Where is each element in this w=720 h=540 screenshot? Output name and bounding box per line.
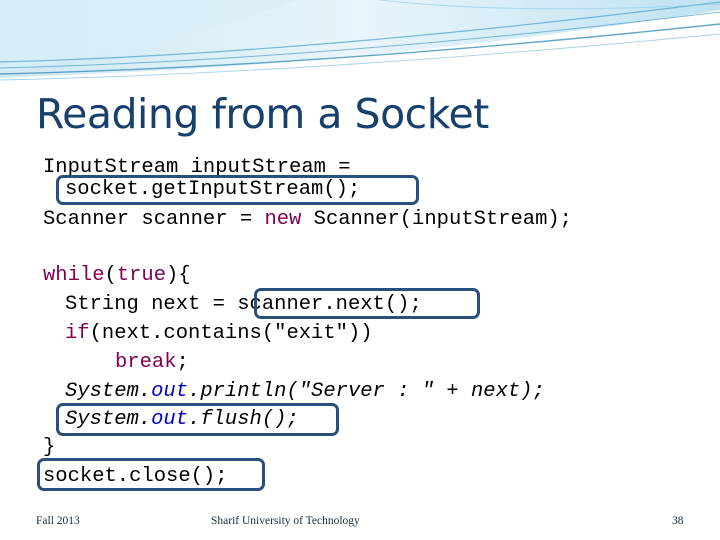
- keyword-while: while: [43, 264, 105, 287]
- code-text: scanner.next();: [237, 293, 422, 316]
- code-line-8: System.out.println("Server : " + next);: [65, 380, 545, 404]
- field-out: out: [151, 408, 189, 431]
- code-line-9: System.out.flush();: [65, 408, 299, 432]
- code-text: Scanner(inputStream);: [301, 208, 572, 231]
- code-text: (next.contains("exit")): [89, 322, 373, 345]
- footer-date: Fall 2013: [36, 515, 80, 527]
- slide-title: Reading from a Socket: [36, 90, 489, 138]
- code-text: (: [104, 264, 117, 287]
- code-line-10: }: [43, 436, 56, 459]
- code-line-5: String next = scanner.next();: [65, 293, 422, 317]
- code-text: .flush();: [188, 408, 299, 431]
- code-text: String next =: [65, 293, 238, 316]
- header-banner: [0, 0, 720, 81]
- keyword-break: break: [115, 351, 177, 374]
- code-line-1: InputStream inputStream =: [43, 156, 351, 179]
- code-line-4: while(true){: [43, 264, 191, 288]
- code-text: .println("Server : " + next);: [188, 380, 545, 403]
- code-line-6: if(next.contains("exit")): [65, 322, 373, 346]
- code-text: ;: [176, 351, 189, 374]
- code-text: ){: [166, 264, 191, 287]
- keyword-if: if: [65, 322, 90, 345]
- field-out: out: [151, 380, 189, 403]
- code-text: Scanner scanner =: [43, 208, 265, 231]
- footer-institution: Sharif University of Technology: [211, 515, 360, 527]
- keyword-true: true: [116, 264, 167, 287]
- keyword-new: new: [264, 208, 302, 231]
- code-line-3: Scanner scanner = new Scanner(inputStrea…: [43, 208, 572, 232]
- code-text: System.: [65, 408, 152, 431]
- slide-number: 38: [672, 515, 684, 527]
- code-line-2: socket.getInputStream();: [65, 178, 361, 201]
- code-line-11: socket.close();: [43, 465, 228, 488]
- code-text: System.: [65, 380, 152, 403]
- code-line-7: break;: [115, 351, 189, 375]
